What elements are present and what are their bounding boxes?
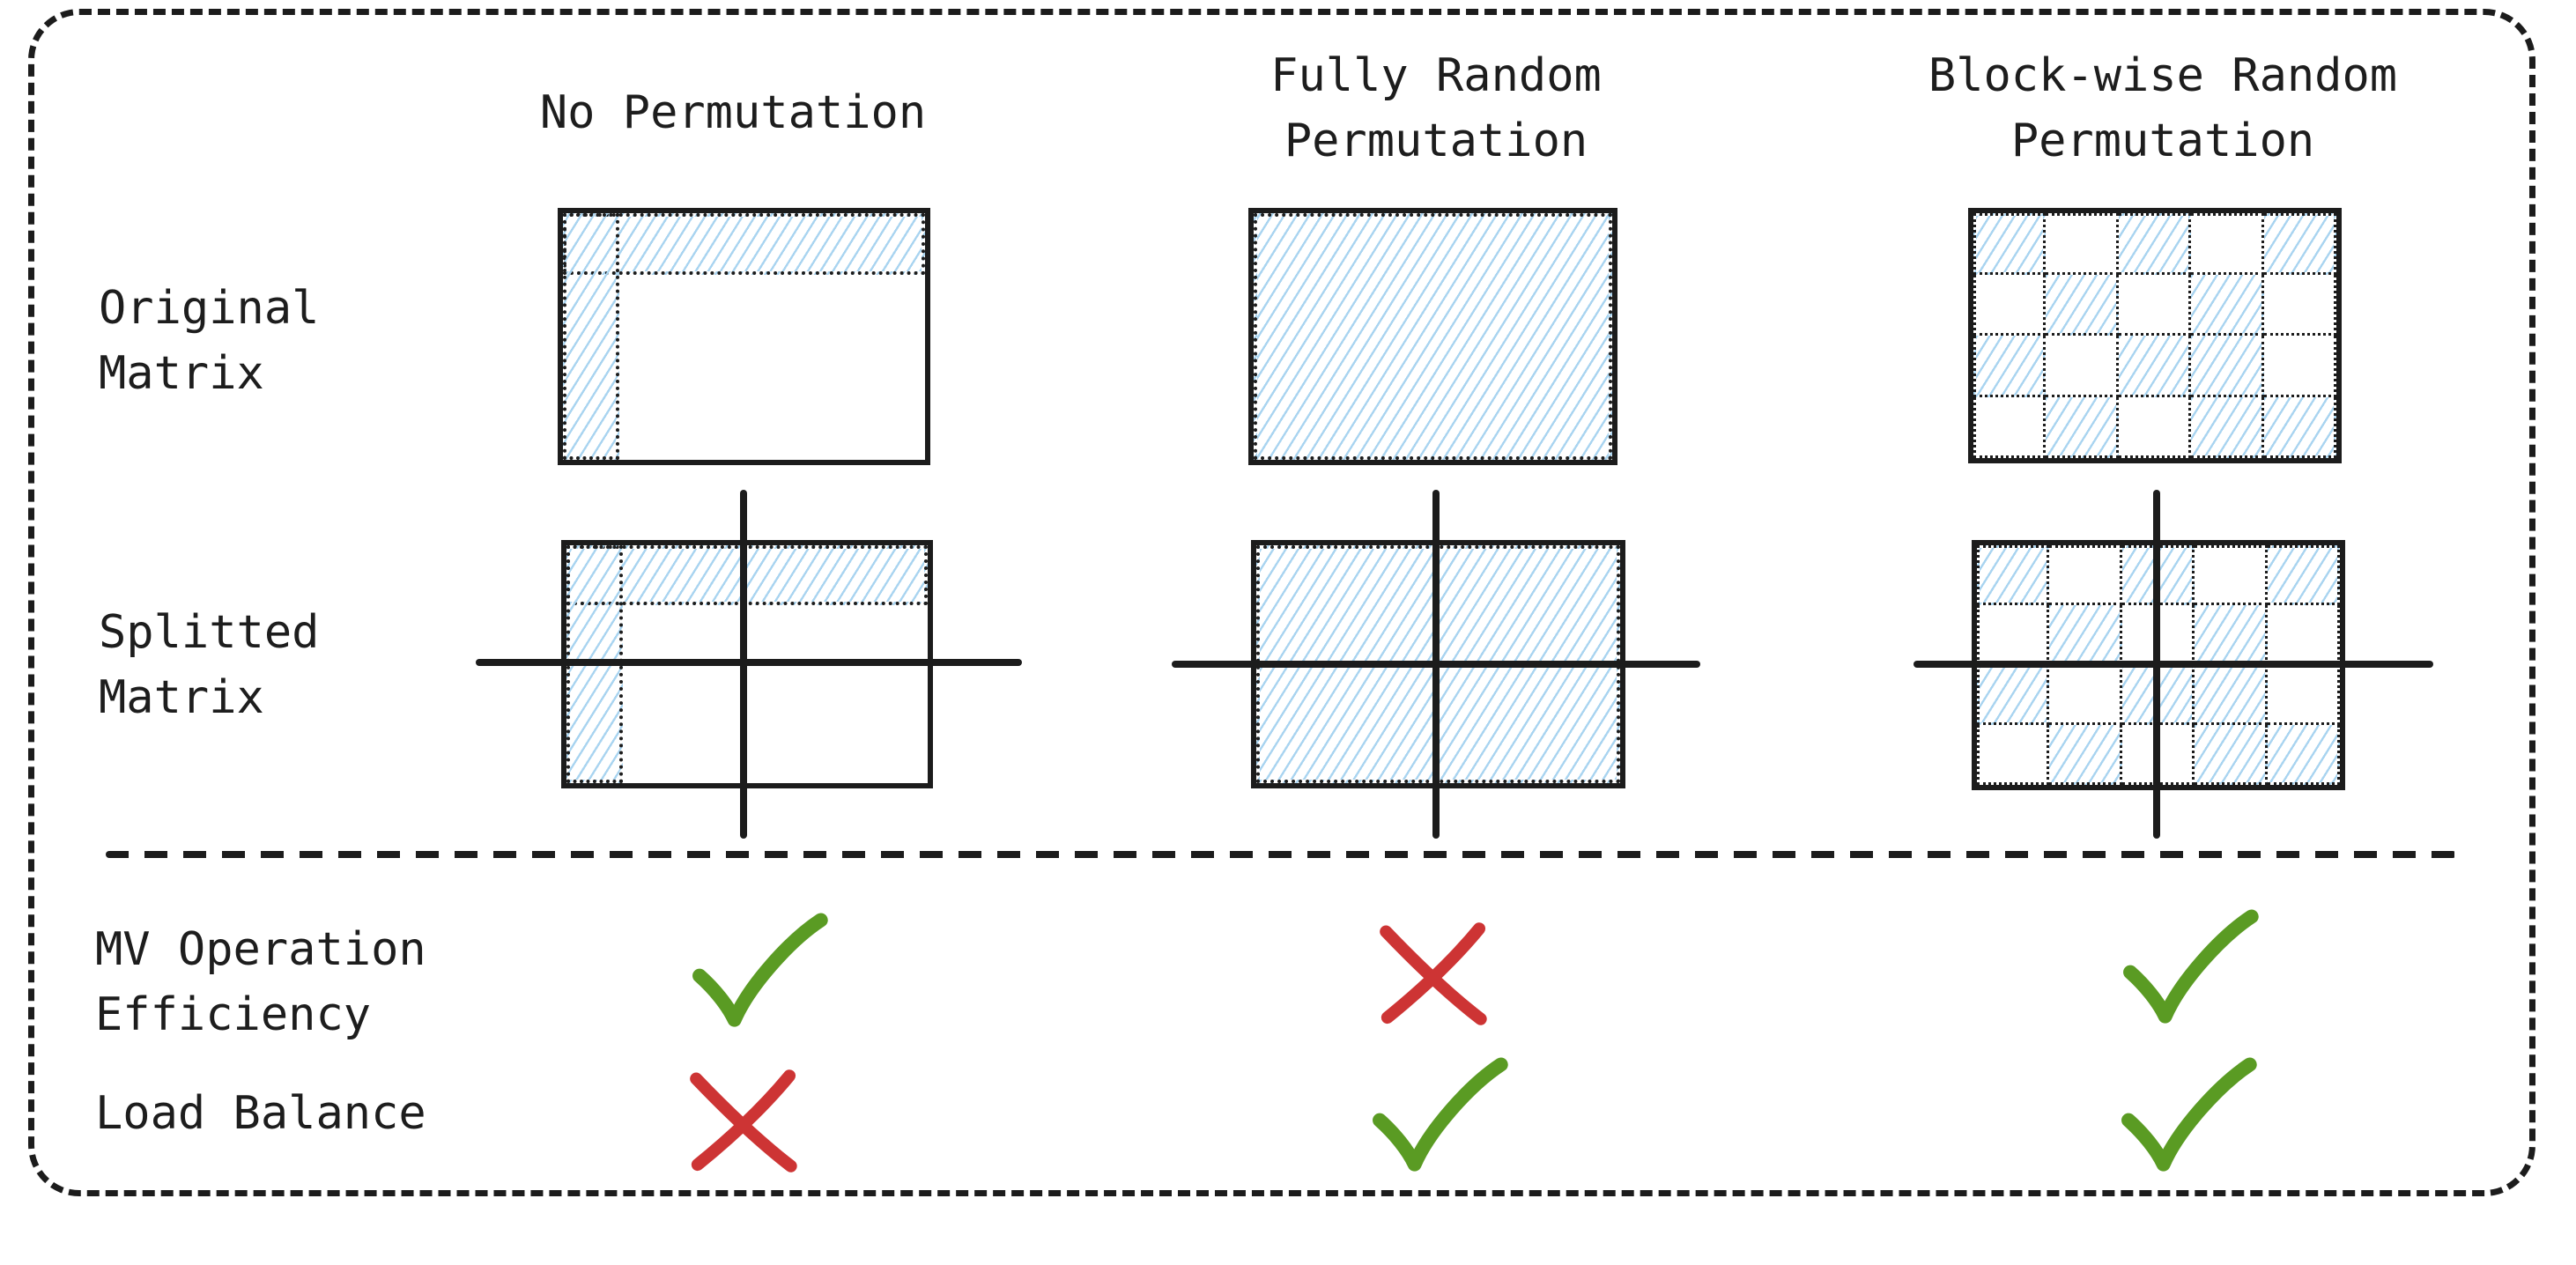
original-matrix-no-permutation — [558, 208, 930, 465]
empty-block — [2267, 605, 2340, 665]
header-line: Fully Random — [1270, 49, 1602, 102]
empty-block — [2046, 336, 2119, 397]
split-line-horizontal — [476, 659, 1022, 666]
hatched-fill — [1254, 213, 1612, 460]
empty-block — [2118, 274, 2192, 336]
hatched-block — [1973, 336, 2047, 397]
header-line: Permutation — [1284, 115, 1588, 167]
check-icon — [2116, 1057, 2259, 1173]
check-icon — [2118, 909, 2261, 1025]
check-icon — [1367, 1057, 1510, 1173]
label-line: Matrix — [99, 347, 264, 400]
hatched-block — [2195, 725, 2268, 785]
hatched-block — [2118, 213, 2192, 275]
row-label-load-balance: Load Balance — [95, 1087, 426, 1140]
hatched-block — [1977, 545, 2050, 605]
hatched-block — [2267, 545, 2340, 605]
header-line: Permutation — [2010, 115, 2315, 167]
cross-icon — [670, 1064, 821, 1173]
block-grid — [1973, 213, 2336, 458]
empty-block — [1977, 725, 2050, 785]
label-line: Splitted — [99, 606, 320, 659]
label-line: Efficiency — [95, 988, 372, 1041]
hatched-block — [2191, 274, 2264, 336]
column-header-no-permutation: No Permutation — [539, 86, 927, 139]
hatched-block — [1973, 213, 2047, 275]
hatched-block — [2049, 725, 2122, 785]
label-line: MV Operation — [95, 923, 426, 976]
empty-block — [1973, 274, 2047, 336]
hatched-block — [2263, 396, 2336, 458]
hatched-block — [2263, 213, 2336, 275]
hatched-block — [1977, 665, 2050, 725]
empty-block — [1973, 396, 2047, 458]
hatched-block — [2267, 725, 2340, 785]
hatched-block — [2046, 274, 2119, 336]
hatched-row-band — [566, 545, 928, 605]
hatched-block — [2195, 605, 2268, 665]
hatched-block — [2118, 336, 2192, 397]
empty-block — [2263, 274, 2336, 336]
dashed-separator-line — [106, 851, 2456, 858]
empty-block — [2049, 545, 2122, 605]
hatched-block — [2195, 665, 2268, 725]
empty-block — [2118, 396, 2192, 458]
hatched-row-band — [563, 213, 925, 275]
empty-block — [2267, 665, 2340, 725]
empty-block — [2195, 545, 2268, 605]
split-line-horizontal — [1172, 661, 1700, 668]
label-line: Matrix — [99, 671, 264, 724]
hatched-block — [2191, 336, 2264, 397]
cross-icon — [1359, 917, 1511, 1026]
outer-dashed-frame — [28, 9, 2535, 1196]
header-line: Block-wise Random — [1928, 49, 2398, 102]
original-matrix-blockwise-random — [1968, 208, 2342, 463]
hatched-block — [2191, 396, 2264, 458]
split-line-horizontal — [1913, 661, 2433, 668]
empty-block — [1977, 605, 2050, 665]
hatched-block — [2049, 605, 2122, 665]
hatched-column-band — [563, 213, 619, 460]
empty-block — [2046, 213, 2119, 275]
check-icon — [687, 913, 830, 1029]
empty-block — [2049, 665, 2122, 725]
empty-block — [2263, 336, 2336, 397]
original-matrix-fully-random — [1248, 208, 1617, 465]
label-line: Original — [99, 282, 320, 335]
hatched-block — [2046, 396, 2119, 458]
empty-block — [2191, 213, 2264, 275]
